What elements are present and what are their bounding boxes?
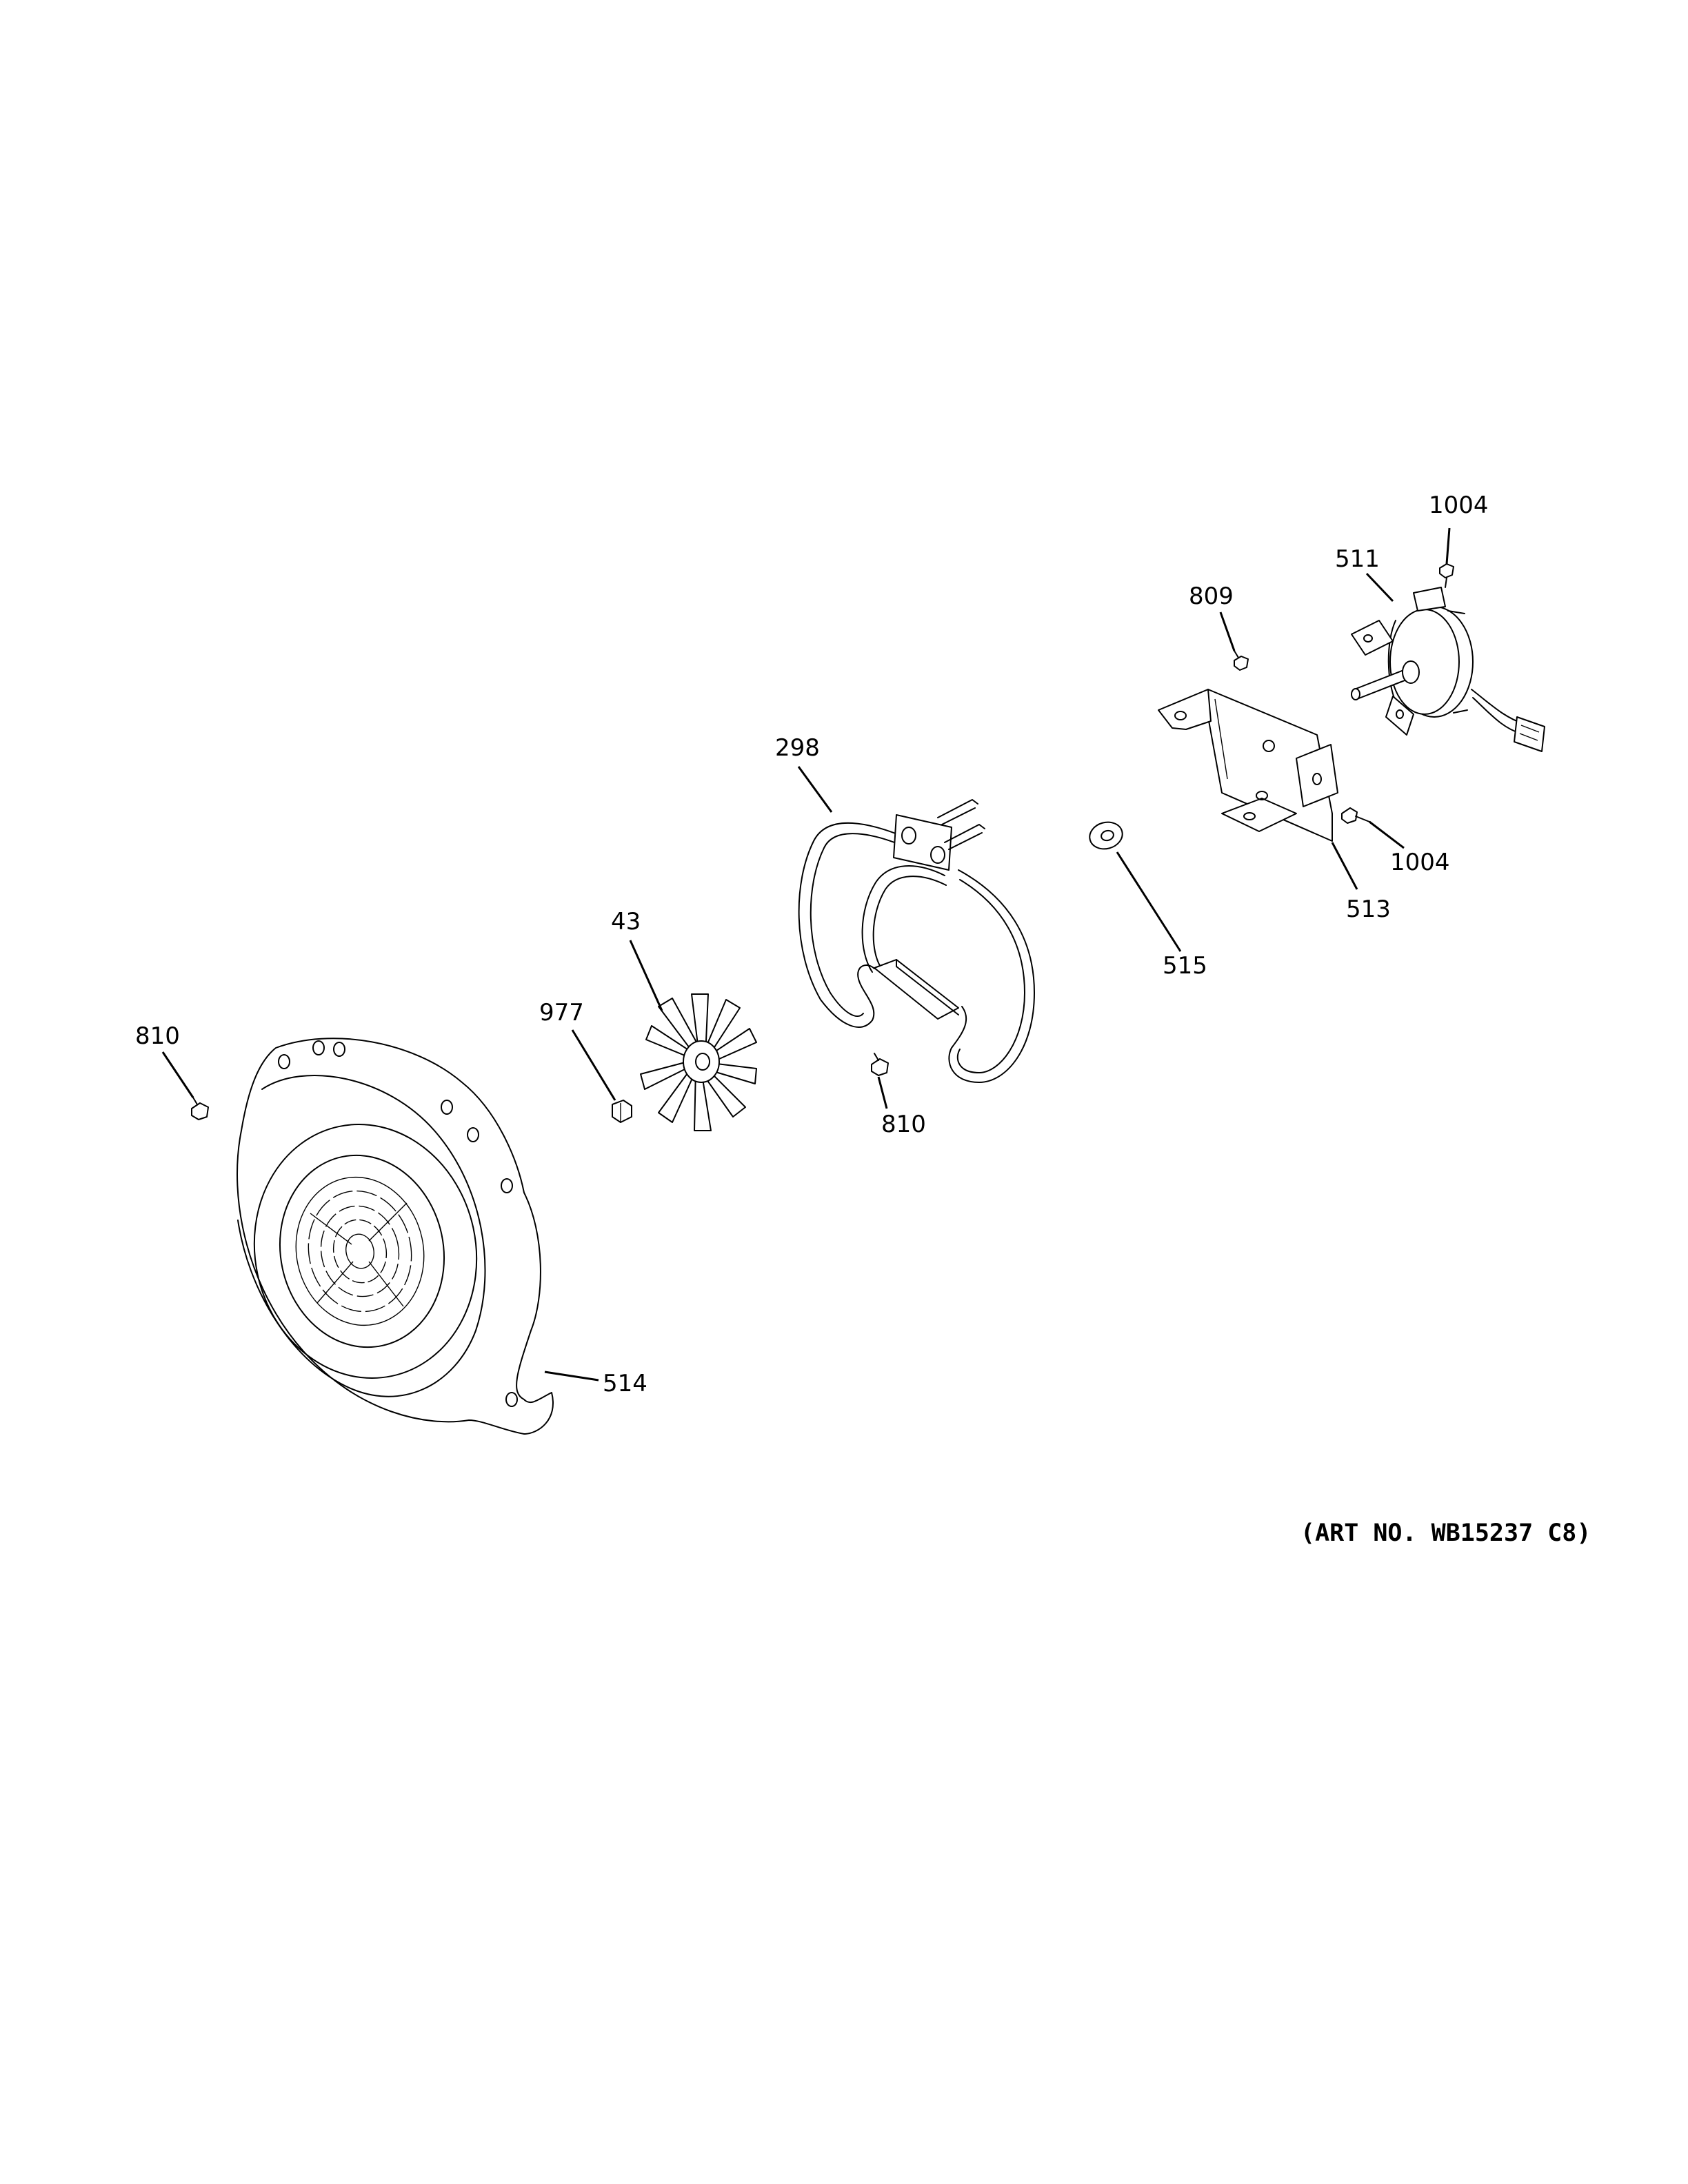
label-511: 511 <box>1335 545 1380 573</box>
label-513: 513 <box>1346 896 1391 923</box>
leader-810-mid <box>877 1076 888 1109</box>
leader-513 <box>1331 842 1358 890</box>
screw-810-left <box>191 1097 209 1120</box>
leader-1004-right <box>1369 820 1405 849</box>
leader-511 <box>1365 572 1394 603</box>
screw-1004-right <box>1341 807 1370 824</box>
screw-809 <box>1234 650 1249 671</box>
screw-1004-top <box>1439 563 1454 588</box>
fan-motor-511 <box>1351 587 1545 752</box>
leader-515 <box>1116 851 1182 952</box>
nut-977 <box>612 1100 632 1123</box>
leader-lines <box>161 527 1451 1382</box>
leader-809 <box>1219 611 1236 651</box>
leader-298 <box>797 766 833 813</box>
leader-43 <box>629 940 663 1011</box>
label-515: 515 <box>1163 952 1207 980</box>
label-43: 43 <box>611 908 641 936</box>
label-1004-top: 1004 <box>1429 492 1489 519</box>
washer-515 <box>1089 821 1123 850</box>
label-514: 514 <box>603 1370 647 1397</box>
fan-cover-514 <box>237 1038 554 1435</box>
leader-977 <box>571 1029 616 1101</box>
label-810-mid: 810 <box>881 1111 926 1138</box>
label-977: 977 <box>539 999 584 1027</box>
screw-810-mid <box>871 1053 889 1076</box>
art-number-caption: (ART NO. WB15237 C8) <box>1300 1519 1591 1547</box>
heating-element-298 <box>798 799 1035 1083</box>
fan-blade-43 <box>640 993 757 1131</box>
label-298: 298 <box>775 734 820 762</box>
motor-bracket-513 <box>1158 689 1338 842</box>
leader-514 <box>544 1371 599 1382</box>
label-809: 809 <box>1189 583 1234 610</box>
part-labels: 1004 511 809 298 1004 513 515 43 977 810… <box>135 492 1489 1397</box>
label-810-left: 810 <box>135 1022 180 1050</box>
label-1004-right: 1004 <box>1390 849 1450 876</box>
leader-1004-top <box>1445 527 1451 565</box>
leader-810-left <box>161 1051 194 1098</box>
